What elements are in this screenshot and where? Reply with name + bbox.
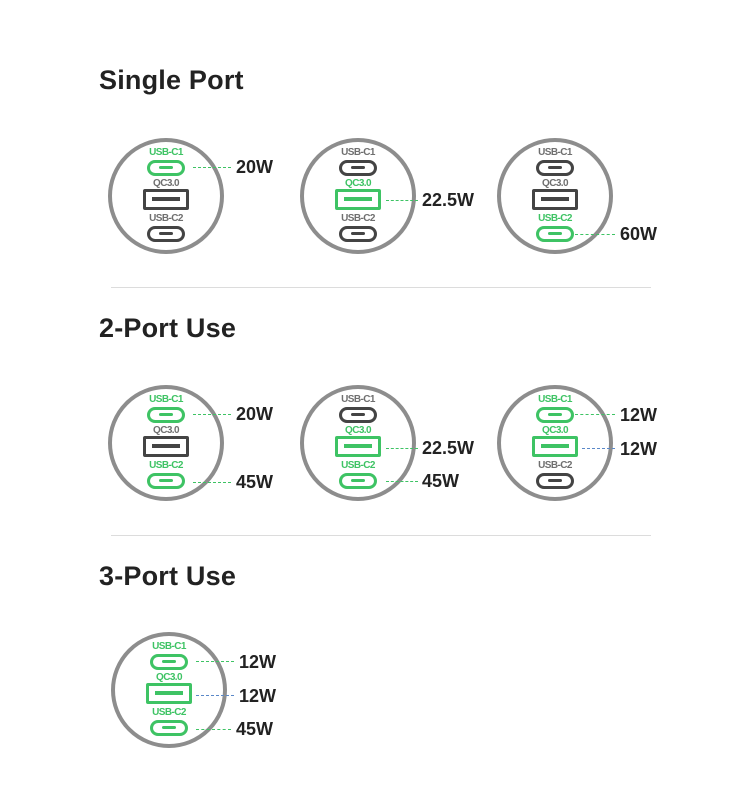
leader-line xyxy=(196,695,234,696)
leader-line xyxy=(196,661,234,662)
watt-label: 12W xyxy=(620,405,658,425)
usb-a-port-icon xyxy=(143,436,189,457)
qc30-label: QC3.0 xyxy=(542,178,569,189)
usb-a-port-icon xyxy=(335,189,381,210)
section-title-2-port: 2-Port Use xyxy=(99,313,237,343)
usb-c2-label: USB-C2 xyxy=(152,707,186,718)
usb-c2-port-icon xyxy=(147,473,185,489)
usb-c1-port-icon xyxy=(536,160,574,176)
charger-3port: USB-C1 QC3.0 USB-C2 xyxy=(111,632,227,748)
usb-c2-label: USB-C2 xyxy=(341,460,375,471)
usb-c2-port-icon xyxy=(536,226,574,242)
section-divider xyxy=(111,287,651,288)
qc30-label: QC3.0 xyxy=(345,178,372,189)
charger-single-c1: USB-C1 QC3.0 USB-C2 xyxy=(108,138,224,254)
usb-c2-label: USB-C2 xyxy=(149,213,183,224)
usb-c1-port-icon xyxy=(147,160,185,176)
watt-label: 45W xyxy=(422,471,460,491)
usb-c1-port-icon xyxy=(536,407,574,423)
charger-single-qc: USB-C1 QC3.0 USB-C2 xyxy=(300,138,416,254)
watt-label: 12W xyxy=(239,686,277,706)
usb-a-port-icon xyxy=(532,189,578,210)
usb-a-port-icon xyxy=(532,436,578,457)
section-divider xyxy=(111,535,651,536)
usb-a-port-icon xyxy=(143,189,189,210)
qc30-label: QC3.0 xyxy=(153,178,180,189)
usb-c2-label: USB-C2 xyxy=(149,460,183,471)
leader-line xyxy=(193,482,231,483)
usb-c1-label: USB-C1 xyxy=(341,147,375,158)
usb-c1-port-icon xyxy=(339,407,377,423)
usb-c2-port-icon xyxy=(150,720,188,736)
watt-label: 22.5W xyxy=(422,190,475,210)
leader-line xyxy=(193,167,231,168)
watt-label: 45W xyxy=(236,719,274,739)
usb-c1-port-icon xyxy=(147,407,185,423)
usb-c2-port-icon xyxy=(536,473,574,489)
usb-c2-label: USB-C2 xyxy=(538,213,572,224)
usb-c2-port-icon xyxy=(339,473,377,489)
watt-label: 20W xyxy=(236,157,274,177)
leader-line xyxy=(582,448,615,449)
usb-c1-port-icon xyxy=(150,654,188,670)
charger-2port-c1-c2: USB-C1 QC3.0 USB-C2 xyxy=(108,385,224,501)
usb-c2-port-icon xyxy=(147,226,185,242)
usb-c2-label: USB-C2 xyxy=(538,460,572,471)
usb-c1-label: USB-C1 xyxy=(149,394,183,405)
section-title-3-port: 3-Port Use xyxy=(99,561,237,591)
leader-line xyxy=(386,481,418,482)
leader-line xyxy=(193,414,231,415)
usb-c1-label: USB-C1 xyxy=(341,394,375,405)
usb-a-port-icon xyxy=(335,436,381,457)
usb-c1-label: USB-C1 xyxy=(538,394,572,405)
qc30-label: QC3.0 xyxy=(153,425,180,436)
watt-label: 20W xyxy=(236,404,274,424)
leader-line xyxy=(386,200,418,201)
charger-2port-qc-c2: USB-C1 QC3.0 USB-C2 xyxy=(300,385,416,501)
leader-line xyxy=(575,414,615,415)
watt-label: 45W xyxy=(236,472,274,492)
charger-single-c2: USB-C1 QC3.0 USB-C2 xyxy=(497,138,613,254)
watt-label: 60W xyxy=(620,224,658,244)
watt-label: 12W xyxy=(620,439,658,459)
leader-line xyxy=(386,448,418,449)
section-title-single-port: Single Port xyxy=(99,65,244,95)
leader-line xyxy=(575,234,615,235)
qc30-label: QC3.0 xyxy=(345,425,372,436)
usb-c2-label: USB-C2 xyxy=(341,213,375,224)
usb-c1-label: USB-C1 xyxy=(538,147,572,158)
usb-c1-label: USB-C1 xyxy=(152,641,186,652)
leader-line xyxy=(196,729,231,730)
watt-label: 12W xyxy=(239,652,277,672)
qc30-label: QC3.0 xyxy=(542,425,569,436)
usb-c1-port-icon xyxy=(339,160,377,176)
charger-2port-c1-qc: USB-C1 QC3.0 USB-C2 xyxy=(497,385,613,501)
usb-a-port-icon xyxy=(146,683,192,704)
qc30-label: QC3.0 xyxy=(156,672,183,683)
watt-label: 22.5W xyxy=(422,438,475,458)
usb-c1-label: USB-C1 xyxy=(149,147,183,158)
usb-c2-port-icon xyxy=(339,226,377,242)
